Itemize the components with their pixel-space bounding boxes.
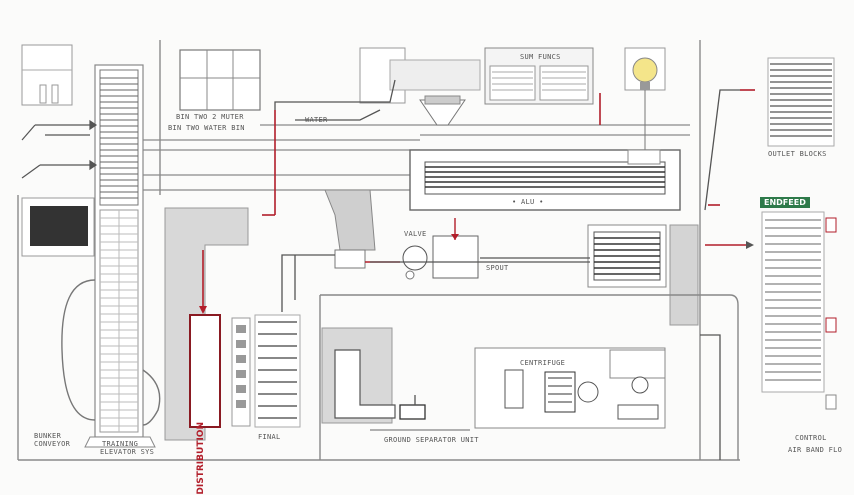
top-left-panel: [21, 44, 73, 106]
feed-rack-panel: [761, 211, 837, 410]
grey-duct: [164, 207, 249, 441]
label-conveyor: CONVEYOR: [34, 440, 71, 448]
storage-bins: [179, 49, 261, 111]
top-control-panel: [484, 47, 594, 105]
label-ground-separator: GROUND SEPARATOR UNIT: [384, 436, 479, 444]
feed-hopper: [359, 47, 481, 126]
label-bunker: BUNKER: [34, 432, 62, 440]
label-valve: VALVE: [404, 230, 427, 238]
lamp-icon: [624, 47, 666, 165]
label-elevator: ELEVATOR SYS: [100, 448, 155, 456]
bucket-elevator: [84, 64, 156, 448]
diagram-canvas: [17, 40, 837, 461]
return-belt: [61, 279, 96, 421]
cyclone: [324, 189, 376, 251]
label-spout: SPOUT: [486, 264, 509, 272]
lower-room: [319, 294, 739, 460]
label-training: TRAINING: [102, 440, 139, 448]
label-final: FINAL: [258, 433, 281, 441]
label-control: CONTROL: [795, 434, 827, 442]
label-outlet-blocks: OUTLET BLOCKS: [768, 150, 827, 158]
endfeed-badge: ENDFEED: [760, 197, 810, 208]
distribution-panel-label: DISTRIBUTION: [196, 422, 206, 495]
label-air-band: AIR BAND FLO: [788, 446, 843, 454]
process-diagram: BUNKER CONVEYOR TRAINING ELEVATOR SYS BI…: [17, 40, 843, 495]
distribution-panel: [189, 314, 301, 428]
left-monitor: [21, 197, 95, 257]
label-sum-funcs: SUM FUNCS: [520, 53, 561, 61]
label-bin-1: BIN TWO 2 MUTER: [176, 113, 244, 121]
label-bin-2: BIN TWO WATER BIN: [168, 124, 245, 132]
heat-exchanger: [587, 224, 667, 288]
pump-and-tank: [334, 218, 479, 280]
label-alu: • ALU •: [512, 198, 544, 206]
label-water: WATER: [305, 116, 328, 124]
outlet-block-panel: [767, 57, 835, 147]
label-centrifuge: CENTRIFUGE: [520, 359, 566, 367]
